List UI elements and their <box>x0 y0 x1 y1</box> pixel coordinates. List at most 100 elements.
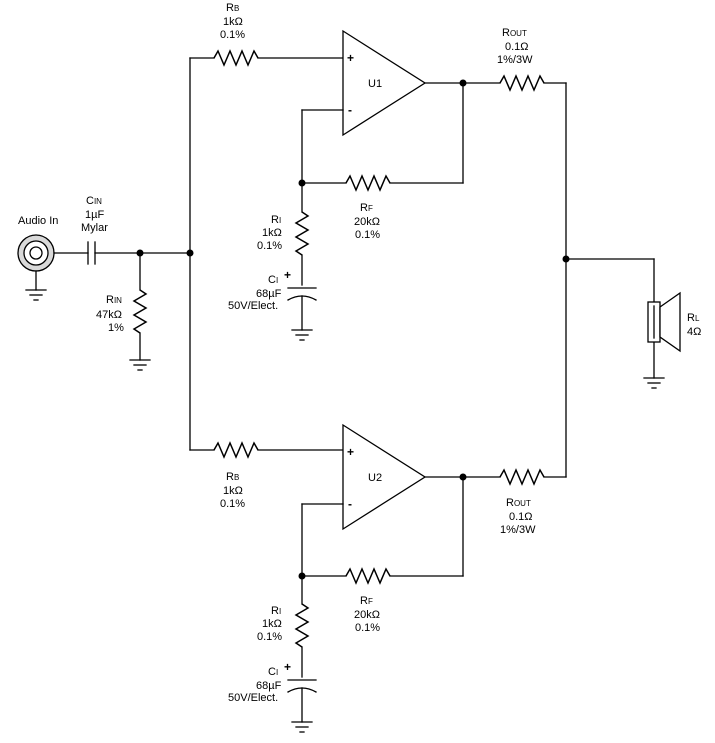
svg-text:RL: RL <box>687 312 700 324</box>
ci2-polarity: + <box>284 660 291 674</box>
svg-text:RB: RB <box>226 471 239 483</box>
resistor-icon <box>213 441 259 459</box>
ri2-label: RI 1kΩ 0.1% <box>257 605 282 643</box>
amp1-section: RB 1kΩ 0.1% + - U1 RF 20kΩ 0.1% <box>189 2 567 341</box>
audio-jack-icon <box>17 234 55 272</box>
rl-label: RL 4Ω <box>687 312 701 338</box>
ci2-rating: 50V/Elect. <box>228 692 278 704</box>
svg-text:RF: RF <box>360 595 373 607</box>
ground-icon <box>25 289 47 301</box>
rout2-sub: OUT <box>514 499 531 508</box>
rin-value: 47kΩ <box>96 309 122 321</box>
speaker-icon <box>647 291 681 353</box>
ground-icon <box>291 721 313 733</box>
ri1-label: RI 1kΩ 0.1% <box>257 214 282 252</box>
u1-minus-sign: - <box>348 103 352 117</box>
rf1-label: RF 20kΩ 0.1% <box>354 202 380 241</box>
svg-text:RI: RI <box>271 605 281 617</box>
audio-in-label: Audio In <box>18 215 58 227</box>
rl-designator: R <box>687 312 695 324</box>
ri2-designator: R <box>271 605 279 617</box>
u2-plus-sign: + <box>347 445 354 459</box>
rf1-designator: R <box>360 202 368 214</box>
rf2-label: RF 20kΩ 0.1% <box>354 595 380 634</box>
rin-sub: IN <box>114 296 122 305</box>
rb1-label: RB 1kΩ 0.1% <box>220 2 245 41</box>
ground-icon <box>129 359 151 371</box>
ci1-value: 68µF <box>256 288 282 300</box>
cin-label: CIN 1µF Mylar <box>81 195 108 234</box>
svg-text:RIN: RIN <box>106 294 122 306</box>
rf1-value: 20kΩ <box>354 216 380 228</box>
rin-label: RIN 47kΩ 1% <box>96 294 124 334</box>
rf2-sub: F <box>368 597 373 606</box>
rin-tolerance: 1% <box>108 322 124 334</box>
ci2-designator: C <box>268 666 276 678</box>
u1-ref: U1 <box>368 78 382 90</box>
resistor-icon <box>294 211 310 256</box>
resistor-icon <box>345 567 391 585</box>
rl-value: 4Ω <box>687 326 701 338</box>
rb2-sub: B <box>234 473 239 482</box>
rout2-rating: 1%/3W <box>500 524 536 536</box>
svg-text:CI: CI <box>268 274 278 286</box>
resistor-icon <box>499 74 545 92</box>
rf1-tolerance: 0.1% <box>355 229 380 241</box>
rb1-designator: R <box>226 2 234 14</box>
ci1-label: CI 68µF 50V/Elect. <box>228 274 282 312</box>
rb1-sub: B <box>234 4 239 13</box>
svg-text:RI: RI <box>271 214 281 226</box>
rout1-label: ROUT 0.1Ω 1%/3W <box>497 27 533 66</box>
capacitor-icon <box>87 241 96 265</box>
rf2-designator: R <box>360 595 368 607</box>
resistor-icon <box>499 468 545 486</box>
svg-text:ROUT: ROUT <box>502 27 527 39</box>
ci2-value: 68µF <box>256 680 282 692</box>
ground-icon <box>643 377 665 389</box>
ri2-sub: I <box>279 607 281 616</box>
cin-value: 1µF <box>85 209 104 221</box>
resistor-icon <box>345 174 391 192</box>
rf2-tolerance: 0.1% <box>355 622 380 634</box>
ci2-sub: I <box>276 668 278 677</box>
rout1-designator: R <box>502 27 510 39</box>
rout1-value: 0.1Ω <box>505 41 529 53</box>
resistor-icon <box>213 49 259 67</box>
rout1-rating: 1%/3W <box>497 54 533 66</box>
rout2-designator: R <box>506 497 514 509</box>
audio-in-jack: Audio In <box>17 215 58 272</box>
svg-text:CIN: CIN <box>86 195 102 207</box>
rout2-value: 0.1Ω <box>509 511 533 523</box>
ci1-polarity: + <box>284 268 291 282</box>
rb2-tolerance: 0.1% <box>220 498 245 510</box>
cin-sub: IN <box>94 197 102 206</box>
svg-text:CI: CI <box>268 666 278 678</box>
op-amp-icon <box>342 423 427 531</box>
rb2-value: 1kΩ <box>223 485 243 497</box>
ri1-value: 1kΩ <box>262 227 282 239</box>
rb1-tolerance: 0.1% <box>220 29 245 41</box>
ci1-rating: 50V/Elect. <box>228 300 278 312</box>
resistor-icon <box>294 603 310 648</box>
svg-text:RB: RB <box>226 2 239 14</box>
rf1-sub: F <box>368 204 373 213</box>
rout2-label: ROUT 0.1Ω 1%/3W <box>500 497 536 536</box>
rb2-designator: R <box>226 471 234 483</box>
cin-designator: C <box>86 195 94 207</box>
rin-designator: R <box>106 294 114 306</box>
u2-minus-sign: - <box>348 497 352 511</box>
ri1-sub: I <box>279 216 281 225</box>
rb2-label: RB 1kΩ 0.1% <box>220 471 245 510</box>
junction-dot-icon <box>459 79 467 87</box>
rf2-value: 20kΩ <box>354 609 380 621</box>
op-amp-icon <box>342 29 427 137</box>
rb1-value: 1kΩ <box>223 16 243 28</box>
ri1-tolerance: 0.1% <box>257 240 282 252</box>
amp2-section: RB 1kΩ 0.1% + - U2 RF 20kΩ 0.1% <box>189 423 567 733</box>
svg-text:ROUT: ROUT <box>506 497 531 509</box>
ci1-designator: C <box>268 274 276 286</box>
ground-icon <box>291 329 313 341</box>
cin-note: Mylar <box>81 222 108 234</box>
rl-sub: L <box>695 314 700 323</box>
